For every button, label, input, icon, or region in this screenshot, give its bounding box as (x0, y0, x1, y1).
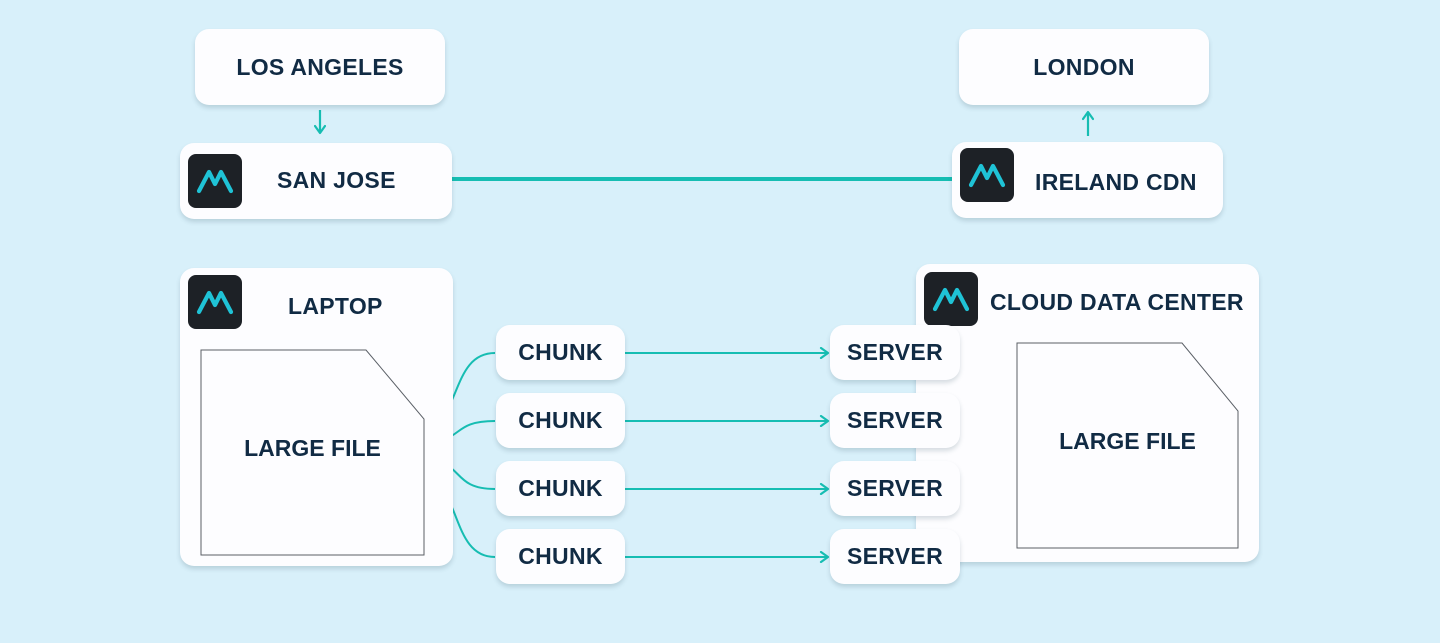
chunk-box-4: CHUNK (496, 529, 625, 584)
node-card-san-jose: SAN JOSE (180, 143, 452, 219)
chunk-label: CHUNK (518, 339, 603, 365)
chunk-label: CHUNK (518, 543, 603, 569)
server-box-3: SERVER (830, 461, 960, 516)
laptop-title: LAPTOP (288, 293, 383, 319)
city-label: LOS ANGELES (236, 53, 404, 80)
mux-logo-icon (188, 275, 242, 329)
server-box-2: SERVER (830, 393, 960, 448)
server-label: SERVER (847, 543, 943, 569)
server-label: SERVER (847, 475, 943, 501)
city-card-los-angeles: LOS ANGELES (195, 29, 445, 105)
target-file: LARGE FILE (1016, 342, 1239, 549)
city-label: LONDON (1033, 53, 1135, 80)
chunk-label: CHUNK (518, 407, 603, 433)
node-label: IRELAND CDN (1035, 169, 1197, 195)
chunk-label: CHUNK (518, 475, 603, 501)
server-box-4: SERVER (830, 529, 960, 584)
chunk-box-2: CHUNK (496, 393, 625, 448)
mux-logo-icon (960, 148, 1014, 202)
mux-logo-icon (188, 154, 242, 208)
server-box-1: SERVER (830, 325, 960, 380)
document-icon (200, 349, 425, 556)
chunk-box-1: CHUNK (496, 325, 625, 380)
server-label: SERVER (847, 407, 943, 433)
file-label: LARGE FILE (244, 435, 381, 461)
node-label: SAN JOSE (277, 167, 396, 193)
source-file: LARGE FILE (200, 349, 425, 556)
node-card-ireland-cdn: IRELAND CDN (952, 142, 1223, 218)
mux-logo-icon (924, 272, 978, 326)
chunk-box-3: CHUNK (496, 461, 625, 516)
document-icon (1016, 342, 1239, 549)
file-label: LARGE FILE (1059, 428, 1196, 454)
city-card-london: LONDON (959, 29, 1209, 105)
cloud-title: CLOUD DATA CENTER (990, 289, 1244, 315)
server-label: SERVER (847, 339, 943, 365)
